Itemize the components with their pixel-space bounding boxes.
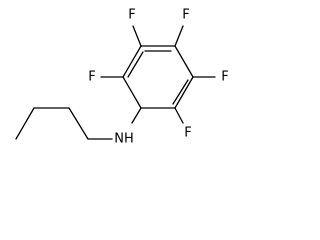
bond-ring-to-nitrogen [131, 107, 142, 124]
atom-label-f-right: F [221, 70, 228, 85]
bond-to-f-top-right [174, 25, 184, 47]
bond-to-f-top-left [132, 25, 142, 47]
aromatic-ring [122, 45, 194, 109]
atom-label-f-bottom-right: F [184, 126, 191, 141]
molecule-structure: F F F F F NH [15, 8, 229, 147]
bond-c1-to-c2 [68, 107, 89, 140]
ring-bond-upper-left [122, 45, 142, 78]
atom-label-f-top-left: F [128, 8, 135, 23]
ring-bond-lower-left [122, 76, 142, 109]
ring-bond-upper-right [174, 45, 194, 78]
fluorine-bonds [100, 25, 216, 124]
ring-double-bond-right [172, 79, 189, 105]
bond-to-f-bottom-right [174, 107, 184, 124]
bond-c3-to-c4 [15, 107, 35, 140]
atom-label-f-top-right: F [182, 8, 189, 23]
ring-bond-lower-right [174, 76, 194, 109]
ring-double-bond-left [127, 51, 144, 78]
atom-label-nh: NH [114, 132, 134, 147]
atom-label-f-left: F [88, 70, 95, 85]
butyl-chain [15, 107, 113, 140]
